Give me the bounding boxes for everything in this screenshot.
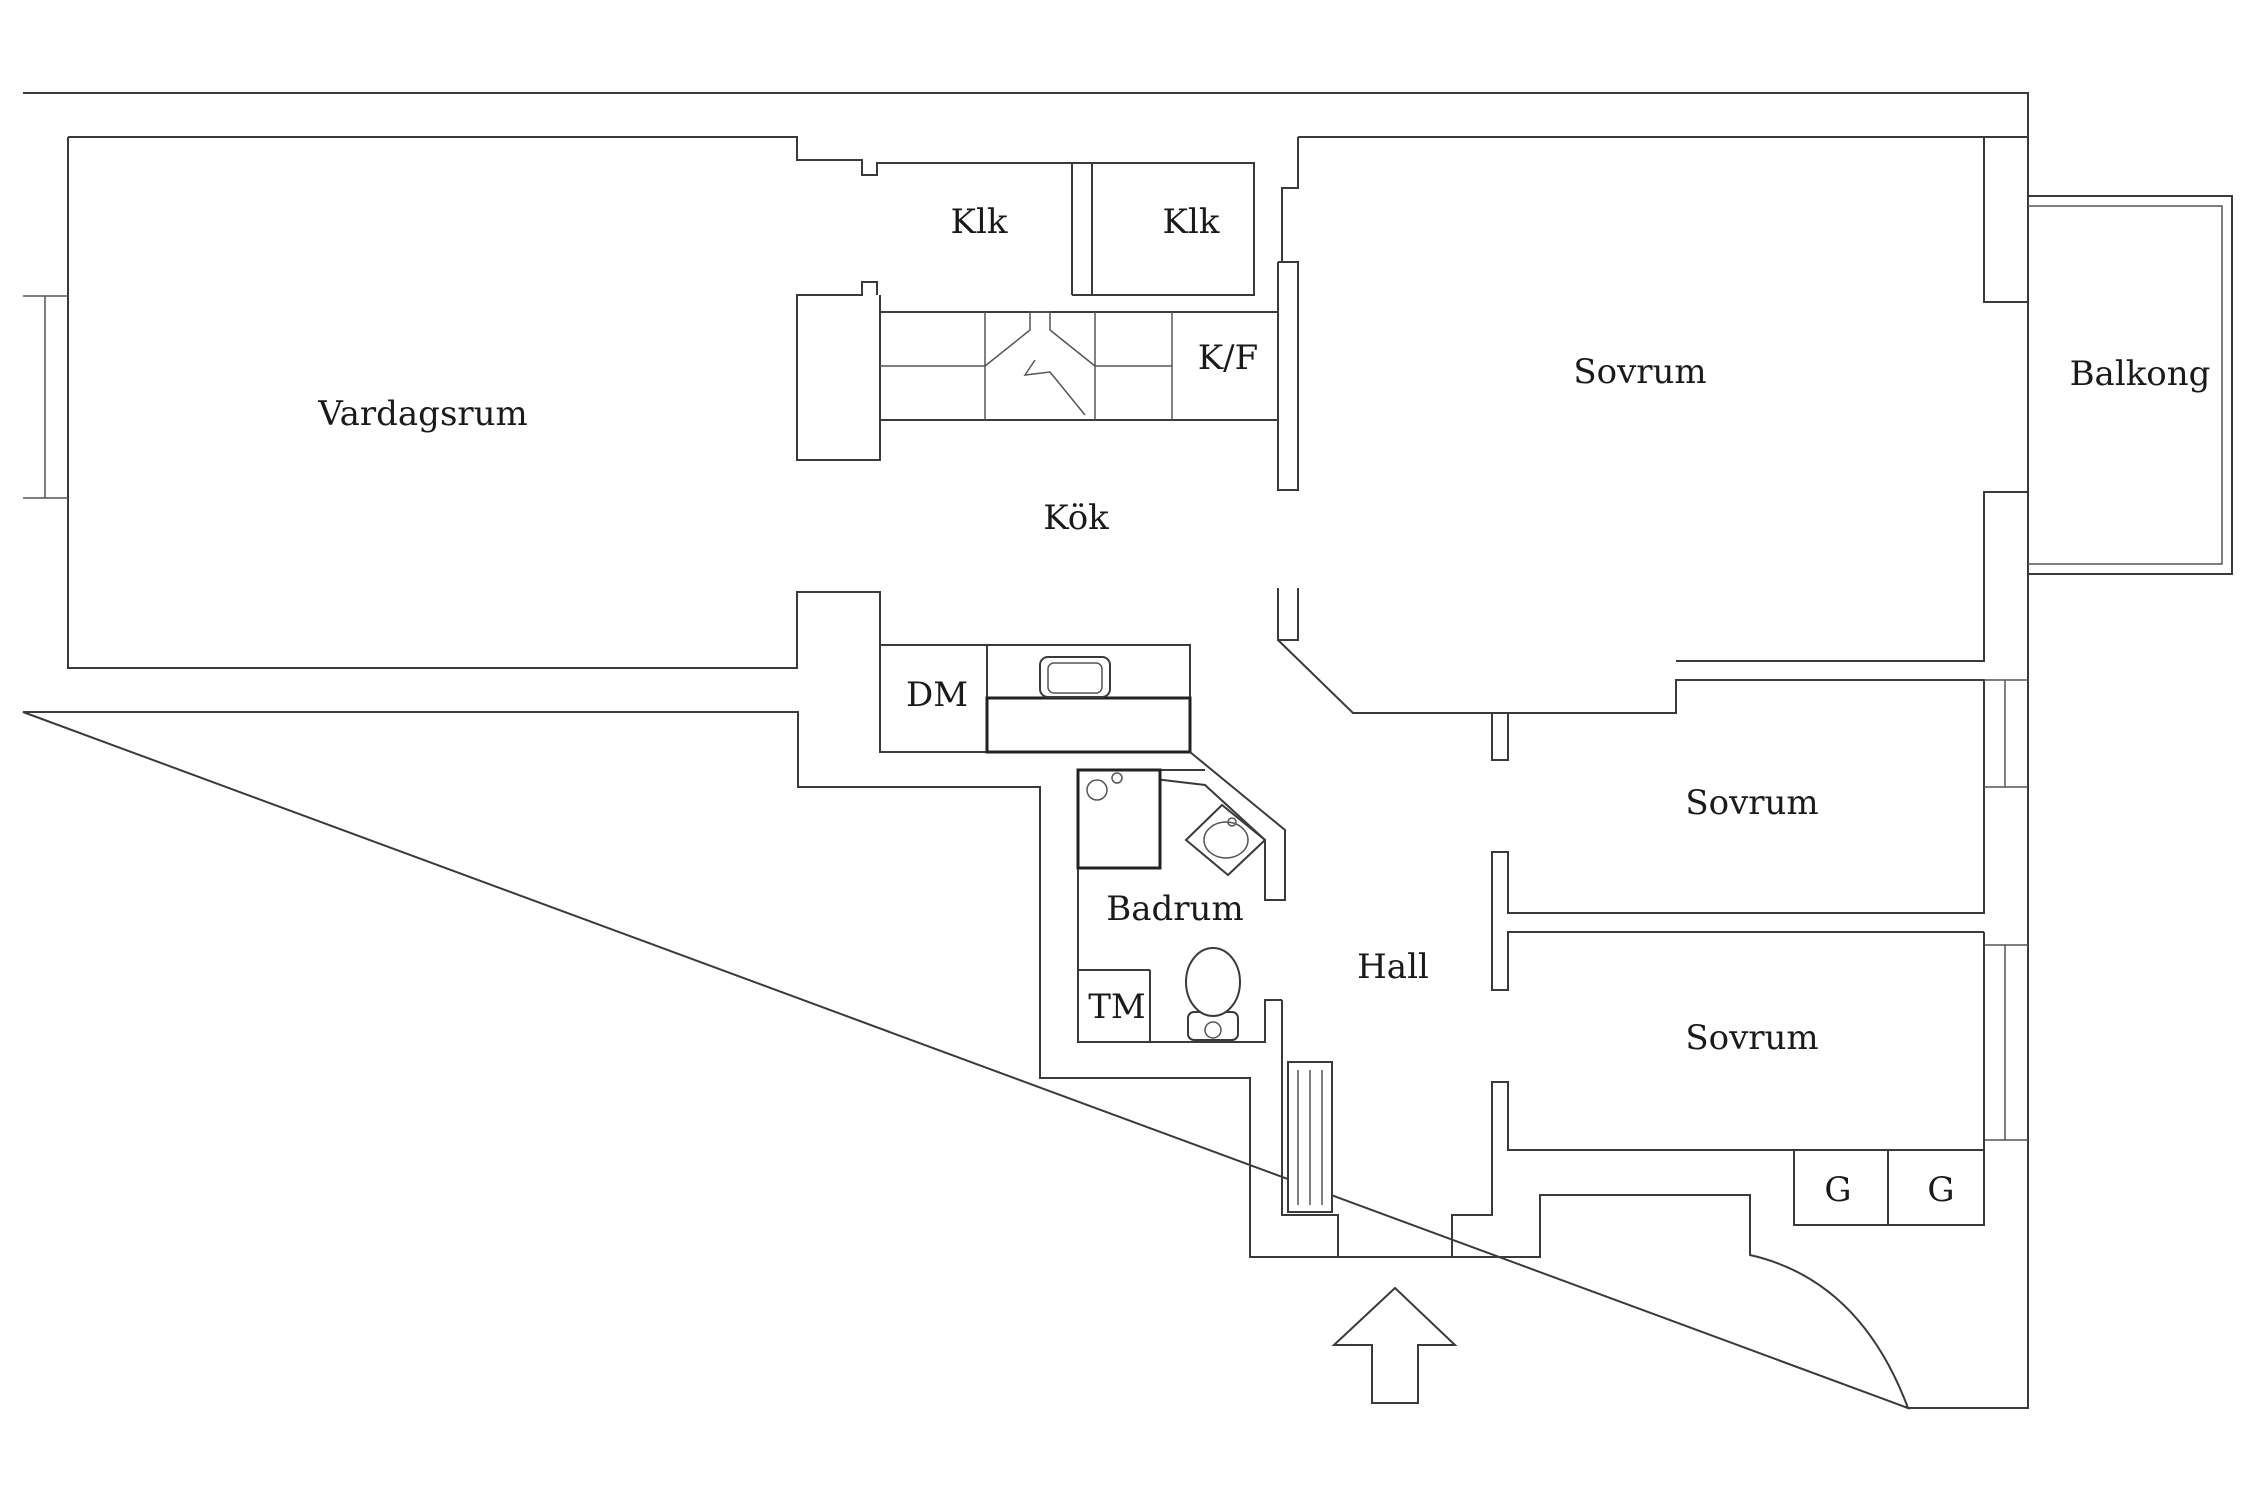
balcony: [2028, 195, 2233, 575]
label-vardagsrum: Vardagsrum: [317, 394, 528, 434]
bedrooms-east: [1281, 679, 2028, 1257]
label-kok: Kök: [1043, 498, 1109, 538]
label-balkong: Balkong: [2070, 354, 2211, 394]
label-sovrum-3: Sovrum: [1685, 1018, 1818, 1058]
label-dm: DM: [906, 675, 968, 715]
label-sovrum-2: Sovrum: [1685, 783, 1818, 823]
sink-icon: [1039, 656, 1111, 698]
basin-icon: [1184, 803, 1267, 877]
label-tm: TM: [1088, 987, 1146, 1027]
room-labels: Vardagsrum Klk Klk K/F Kök DM Sovrum Bal…: [317, 202, 2210, 1210]
label-badrum: Badrum: [1106, 889, 1243, 929]
bedroom-main-walls: [1277, 136, 2028, 991]
window-west: [23, 295, 68, 499]
label-kf: K/F: [1198, 338, 1258, 378]
label-g-2: G: [1927, 1170, 1954, 1210]
label-klk-1: Klk: [951, 202, 1008, 242]
label-g-1: G: [1824, 1170, 1851, 1210]
entrance-arrow-icon: [1331, 1286, 1458, 1404]
stove-hood-icon: [984, 311, 1096, 416]
label-klk-2: Klk: [1163, 202, 1220, 242]
label-hall: Hall: [1357, 947, 1429, 987]
outer-walls: [22, 92, 2029, 1410]
label-sovrum-main: Sovrum: [1573, 352, 1706, 392]
toilet-icon: [1185, 947, 1241, 1041]
kitchen-counter: [879, 311, 1279, 421]
bathroom-walls: [879, 645, 1286, 1043]
radiator-icon: [1287, 1061, 1333, 1213]
